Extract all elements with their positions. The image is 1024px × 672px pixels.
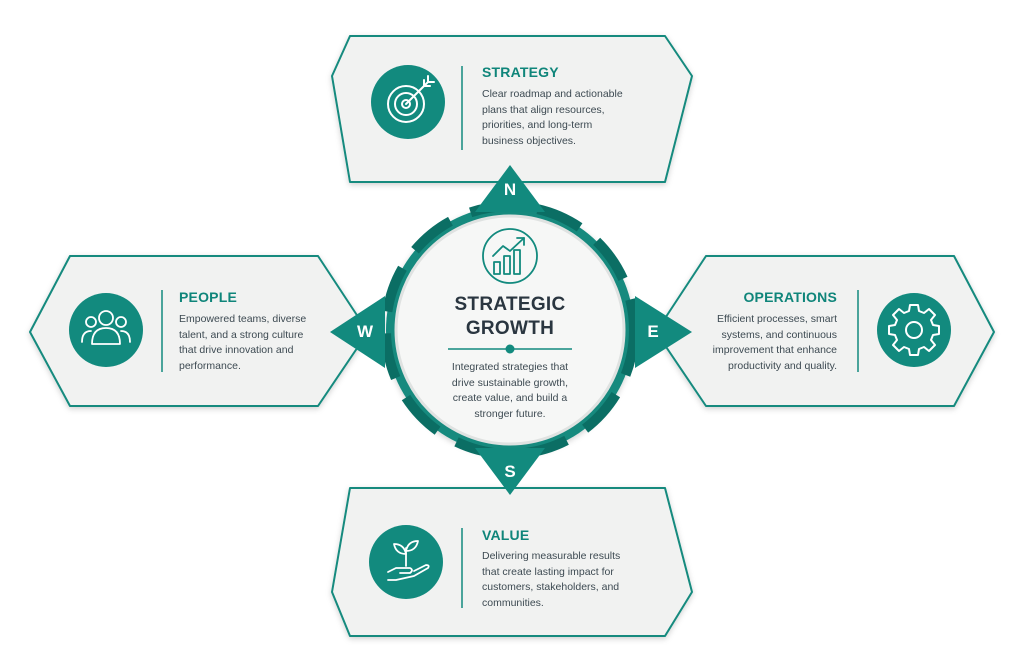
west-pointer xyxy=(330,296,385,368)
people-card xyxy=(29,255,369,407)
center-title-line2: GROWTH xyxy=(465,318,555,339)
north-label: N xyxy=(503,180,517,199)
people-title: PEOPLE xyxy=(179,289,237,305)
value-card xyxy=(331,487,693,637)
operations-title: OPERATIONS xyxy=(743,289,837,305)
south-label: S xyxy=(504,462,516,481)
south-pointer xyxy=(475,448,545,495)
people-description: Empowered teams, diverse talent, and a s… xyxy=(179,313,307,372)
center-title: STRATEGIC GROWTH xyxy=(410,293,610,341)
plant-hand-icon xyxy=(369,525,443,599)
growth-chart-icon xyxy=(482,228,538,284)
north-pointer xyxy=(475,165,545,212)
strategy-title: STRATEGY xyxy=(482,64,559,80)
compass-pointers xyxy=(330,165,692,495)
value-description: Delivering measurable results that creat… xyxy=(482,550,621,609)
east-pointer xyxy=(635,296,692,368)
strategy-description: Clear roadmap and actionable plans that … xyxy=(482,88,623,147)
value-title: VALUE xyxy=(482,527,530,543)
west-label: W xyxy=(356,322,374,341)
center-title-line1: STRATEGIC xyxy=(454,294,566,315)
target-icon xyxy=(371,65,445,139)
center-disc xyxy=(394,214,626,446)
operations-description: Efficient processes, smart systems, and … xyxy=(712,313,837,372)
gear-icon xyxy=(877,293,951,367)
people-icon xyxy=(69,293,143,367)
east-label: E xyxy=(647,322,659,341)
center-description: Integrated strategies that drive sustain… xyxy=(451,361,569,420)
